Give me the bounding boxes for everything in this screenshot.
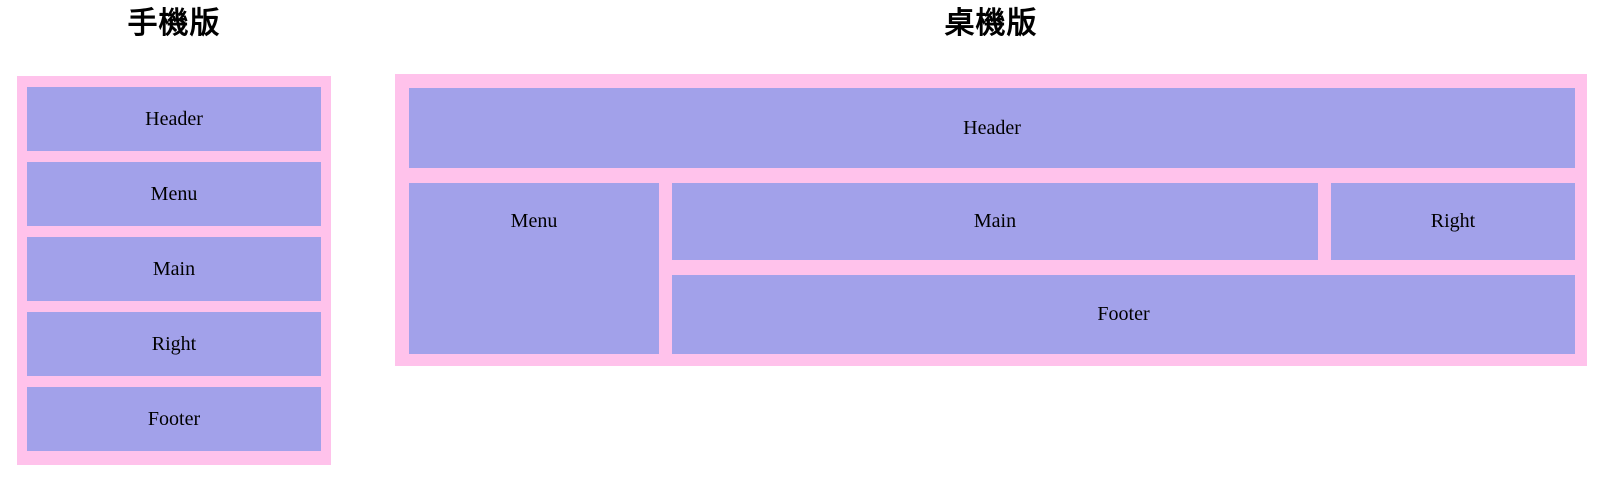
mobile-main-box: Main	[27, 237, 321, 301]
mobile-footer-box: Footer	[27, 387, 321, 451]
mobile-header-box: Header	[27, 87, 321, 151]
mobile-header-label: Header	[145, 107, 203, 130]
mobile-footer-label: Footer	[147, 407, 201, 430]
desktop-header-box: Header	[409, 88, 1575, 168]
mobile-version-title: 手機版	[127, 7, 221, 40]
desktop-right-box: Right	[1331, 183, 1575, 260]
mobile-right-box: Right	[27, 312, 321, 376]
desktop-right-label: Right	[1430, 210, 1476, 232]
desktop-menu-box: Menu	[409, 183, 659, 354]
desktop-footer-box: Footer	[672, 275, 1575, 354]
desktop-version-title: 桌機版	[944, 7, 1038, 40]
mobile-menu-box: Menu	[27, 162, 321, 226]
mobile-layout-container: Header Menu Main Right Footer	[17, 76, 331, 465]
desktop-main-label: Main	[973, 210, 1017, 232]
mobile-main-label: Main	[152, 257, 196, 280]
desktop-header-label: Header	[963, 116, 1021, 139]
desktop-main-box: Main	[672, 183, 1318, 260]
desktop-footer-label: Footer	[1097, 303, 1150, 325]
mobile-menu-label: Menu	[150, 182, 198, 205]
mobile-right-label: Right	[151, 332, 197, 355]
desktop-menu-label: Menu	[510, 210, 558, 232]
desktop-layout-container: Header Menu Main Right Footer	[395, 74, 1587, 366]
